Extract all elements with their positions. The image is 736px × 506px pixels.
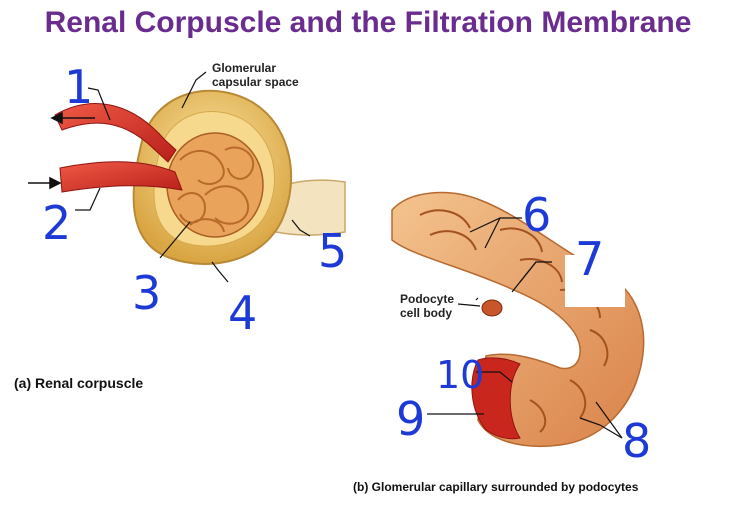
handwritten-number-9: 9 [396, 392, 426, 446]
podocyte-cell-body [481, 299, 503, 317]
caption-b: (b) Glomerular capillary surrounded by p… [353, 480, 639, 494]
arrows [28, 111, 95, 190]
label-cell-body: cell body [400, 306, 453, 320]
glomerulus-loops [177, 146, 255, 233]
leader-lines-b [427, 217, 623, 439]
handwritten-number-6: 6 [522, 188, 552, 242]
handwritten-number-7: 7 [575, 232, 605, 286]
renal-corpuscle-illustration [28, 71, 479, 301]
handwritten-number-8: 8 [622, 414, 652, 468]
label-glomerular: Glomerular [212, 61, 277, 75]
handwritten-number-1: 1 [64, 60, 94, 114]
afferent-arteriole [59, 161, 183, 193]
label-capsular-space: capsular space [212, 75, 299, 89]
leader-lines [75, 71, 479, 301]
label-podocyte: Podocyte [400, 292, 455, 306]
handwritten-number-10: 10 [436, 353, 485, 397]
handwritten-number-4: 4 [228, 286, 258, 340]
handwritten-number-2: 2 [42, 196, 72, 250]
handwritten-number-3: 3 [132, 266, 162, 320]
page-title: Renal Corpuscle and the Filtration Membr… [44, 6, 692, 39]
handwritten-number-5: 5 [318, 224, 348, 278]
caption-a: (a) Renal corpuscle [14, 375, 144, 391]
capillary-tube [391, 191, 645, 447]
white-patch [565, 255, 625, 307]
